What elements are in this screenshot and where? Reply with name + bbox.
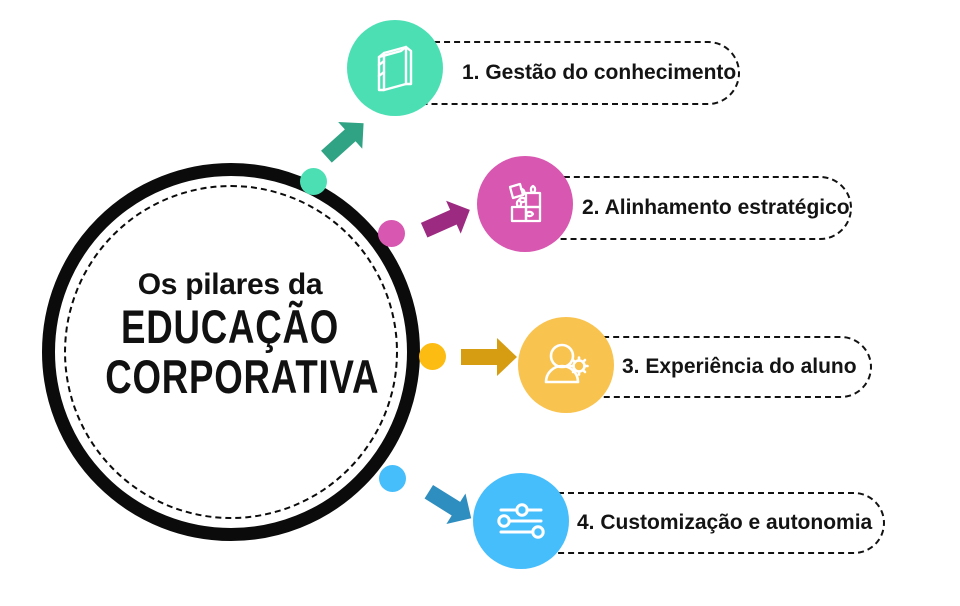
pillar-1-label: 1. Gestão do conhecimento [462, 61, 737, 84]
pillar-3-icon-circle[interactable] [518, 317, 614, 413]
sliders-icon [497, 503, 545, 539]
ring-dashed-outline [64, 185, 398, 519]
title-line-1: Os pilares da [137, 268, 323, 301]
arrow-pillar-3 [455, 322, 525, 392]
arrow-pillar-4 [415, 470, 485, 540]
arrow-pillar-2 [412, 185, 482, 255]
central-ring [42, 163, 420, 541]
ring-dot-pillar-3 [419, 343, 446, 370]
arrow-pillar-1 [310, 105, 380, 175]
center-title: Os pilares da EDUCAÇÃO CORPORATIVA [70, 270, 390, 402]
pillar-2-icon-circle[interactable] [477, 156, 573, 252]
book-icon [377, 45, 413, 92]
pillar-2-label: 2. Alinhamento estratégico [582, 196, 850, 219]
ring-dot-pillar-1 [300, 168, 327, 195]
pillar-1-icon-circle[interactable] [347, 20, 443, 116]
pillar-3-label: 3. Experiência do aluno [622, 355, 857, 378]
user-gear-icon [544, 343, 589, 384]
ring-dot-pillar-2 [378, 220, 405, 247]
puzzle-icon [508, 182, 542, 223]
pillar-4-label: 4. Customização e autonomia [577, 511, 873, 534]
ring-dot-pillar-4 [379, 465, 406, 492]
title-line-3: CORPORATIVA [105, 349, 380, 403]
title-line-2: EDUCAÇÃO [120, 300, 340, 353]
pillar-1-label-pill[interactable]: 1. Gestão do conhecimento [392, 41, 740, 105]
pillar-4-icon-circle[interactable] [473, 473, 569, 569]
